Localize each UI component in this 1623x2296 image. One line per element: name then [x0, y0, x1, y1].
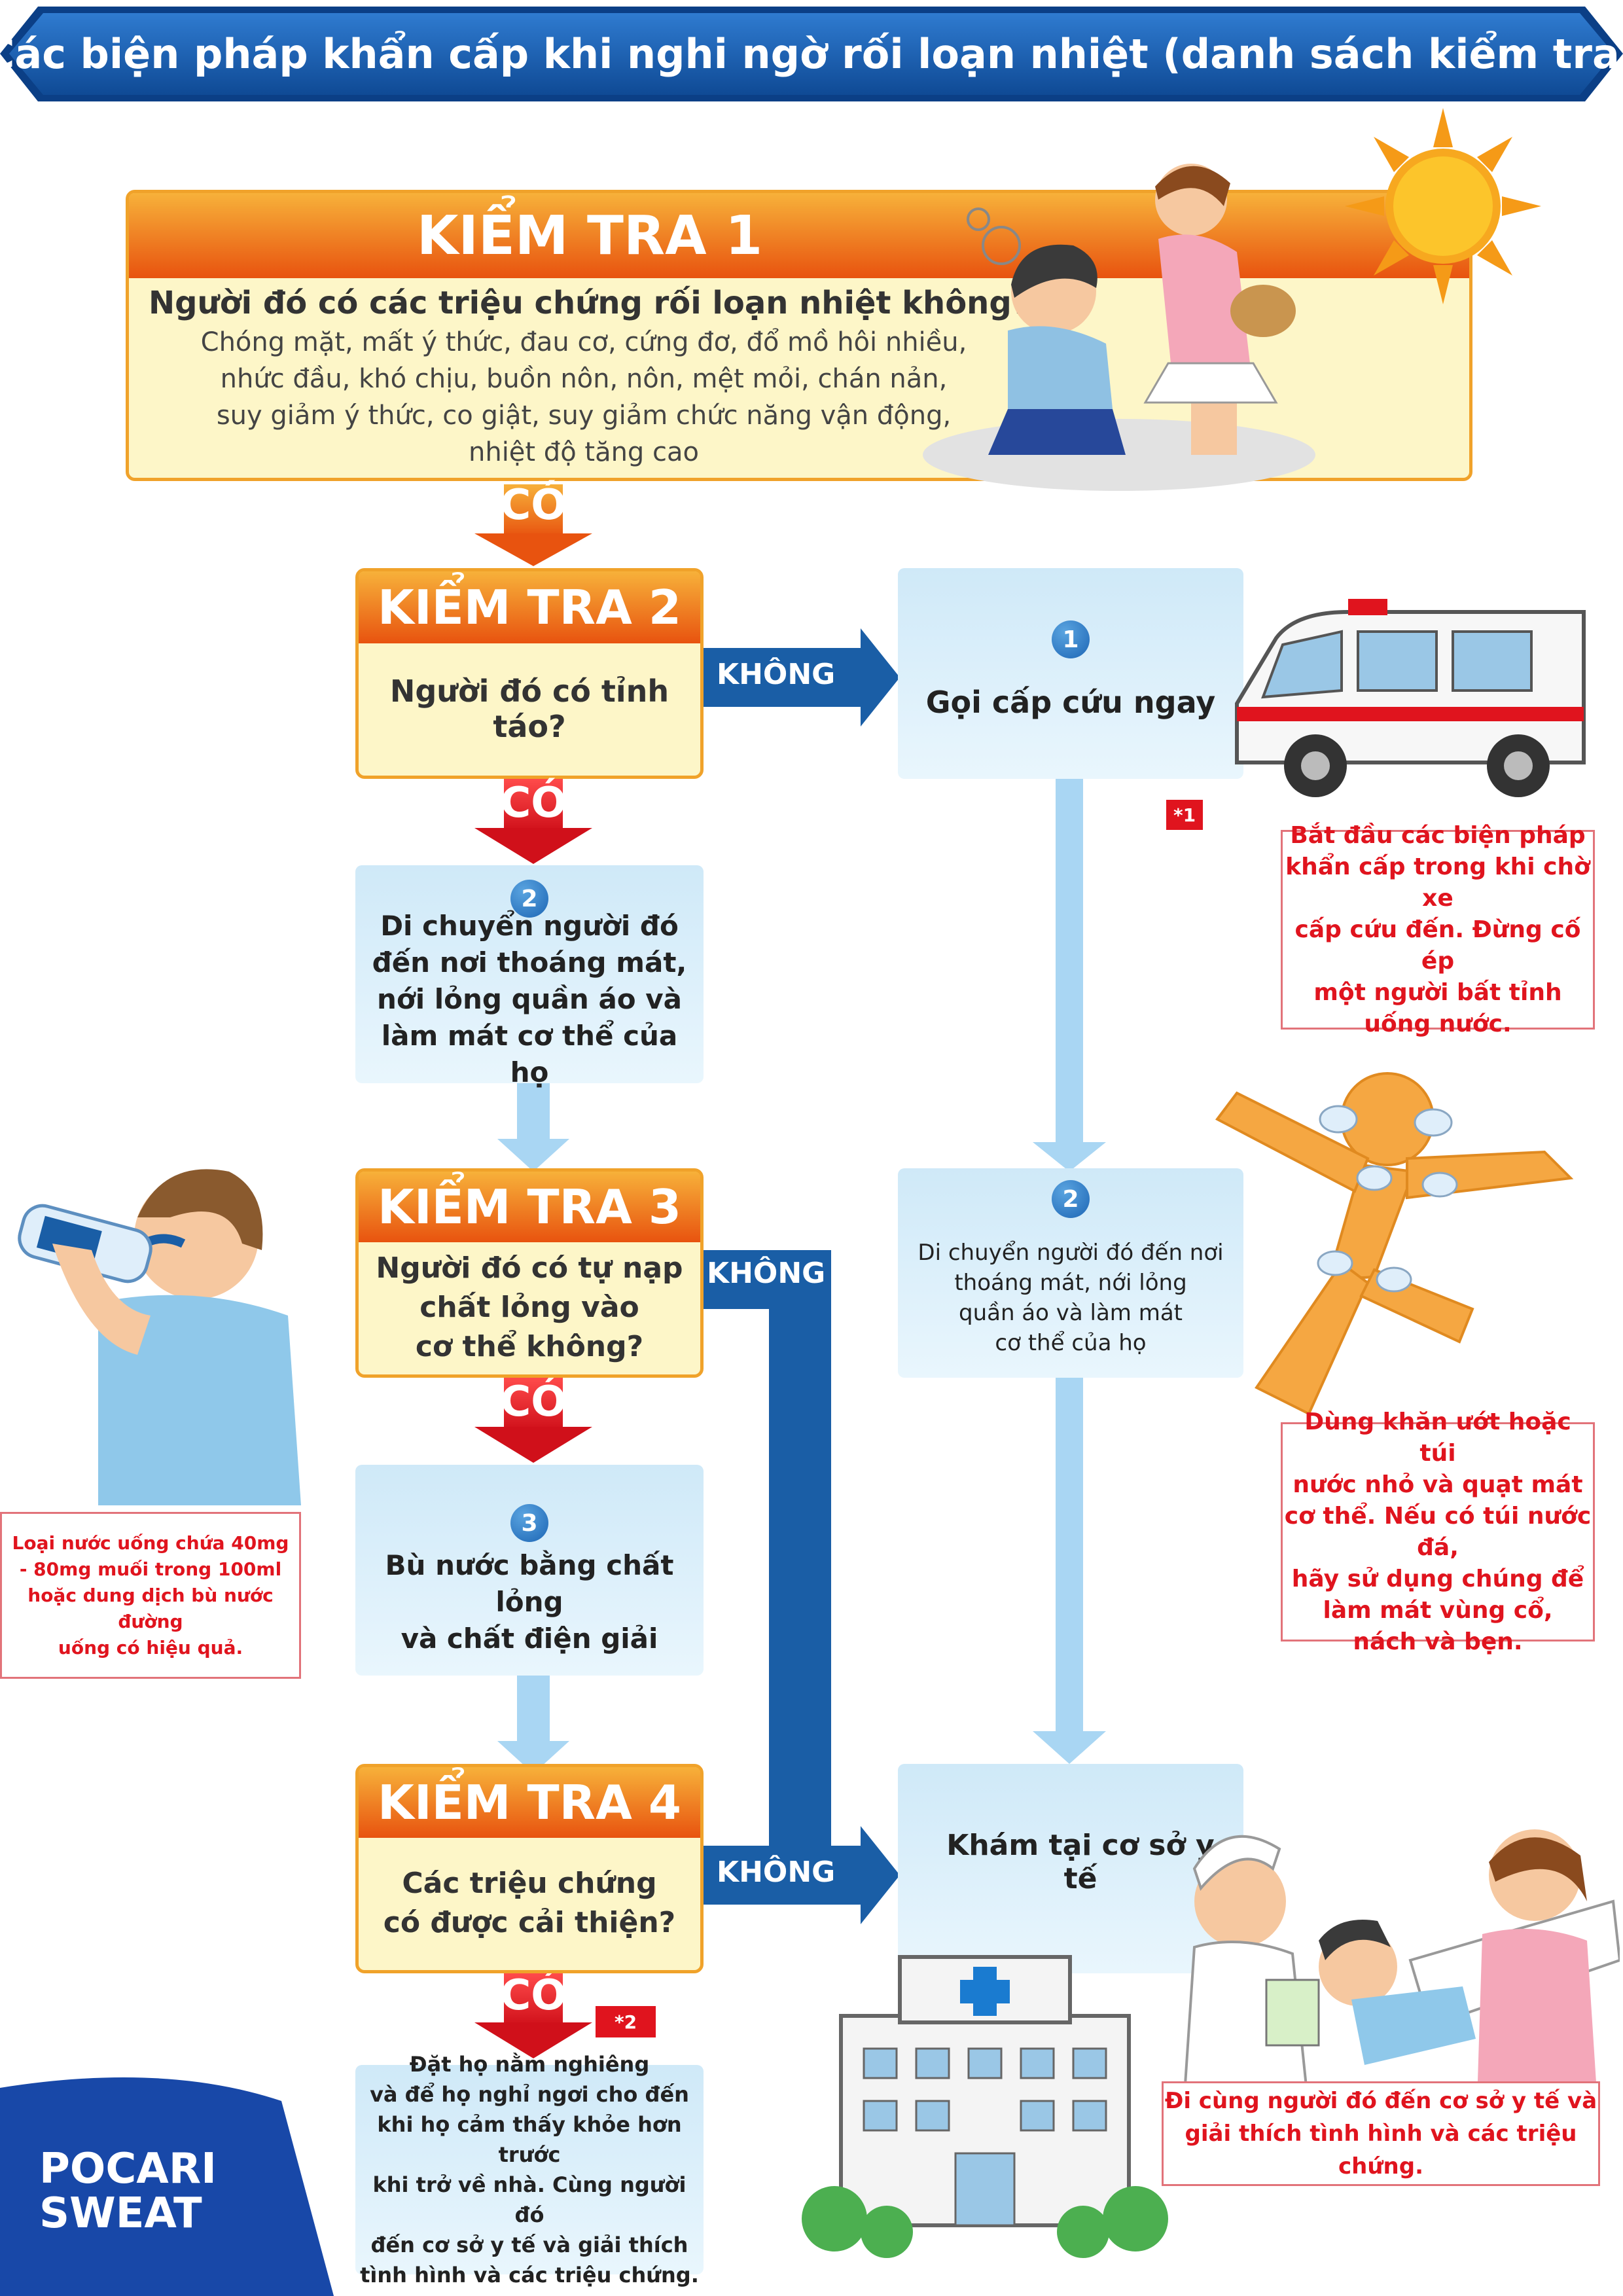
cooling-figure-illustration: [1215, 1072, 1574, 1416]
step-badge-3: 3: [510, 1504, 548, 1542]
text-line: quần áo và làm mát: [958, 1299, 1183, 1326]
step-badge-2: 2: [510, 880, 548, 918]
symptom-line: nhiệt độ tăng cao: [468, 437, 700, 467]
note-line: - 80mg muối trong 100ml: [19, 1558, 282, 1580]
note-line: nước nhỏ và quạt mát: [1293, 1471, 1583, 1498]
rehydrate-text: Bù nước bằng chất lỏng và chất điện giải: [365, 1549, 694, 1655]
note-line: uống nước.: [1364, 1010, 1512, 1037]
check-4-heading: KIỂM TRA 4: [359, 1767, 700, 1838]
text-line: làm mát cơ thể của họ: [381, 1020, 678, 1088]
check-1-question: Người đó có các triệu chứng rối loạn nhi…: [149, 284, 1030, 321]
note-line: Loại nước uống chứa 40mg: [12, 1532, 289, 1554]
medical-facility-text: Khám tại cơ sở y tế: [946, 1829, 1215, 1895]
step-badge-2-right: 2: [1052, 1180, 1090, 1218]
no-label-3: KHÔNG: [717, 1856, 836, 1889]
question-line: Các triệu chứng: [402, 1867, 657, 1900]
text-line: khi trở về nhà. Cùng người đó: [372, 2172, 687, 2227]
check-2-box: KIỂM TRA 2 Người đó có tỉnh táo?: [355, 568, 704, 779]
check-4-box: KIỂM TRA 4 Các triệu chứng có được cải t…: [355, 1764, 704, 1973]
symptom-line: nhức đầu, khó chịu, buồn nôn, nôn, mệt m…: [220, 364, 948, 394]
check-1-symptoms: Chóng mặt, mất ý thức, đau cơ, cứng đơ, …: [142, 324, 1026, 471]
question-line: chất lỏng vào: [419, 1291, 639, 1324]
logo-shape: [0, 2077, 334, 2296]
reference-mark-2: *2: [596, 2006, 656, 2037]
ambulance-illustration: [1235, 599, 1586, 797]
text-line: đến cơ sở y tế và giải thích: [370, 2233, 688, 2257]
symptom-line: suy giảm ý thức, co giật, suy giảm chức …: [216, 401, 952, 431]
hospital-illustration: [802, 1955, 1168, 2258]
note-line: nách và bẹn.: [1353, 1628, 1523, 1655]
final-instruction-text: Đặt họ nằm nghiêng và để họ nghỉ ngơi ch…: [358, 2052, 701, 2287]
text-line: đến nơi thoáng mát,: [372, 946, 687, 978]
move-person-right-text: Di chuyển người đó đến nơi thoáng mát, n…: [907, 1224, 1234, 1371]
yes-label-3: CÓ: [500, 1378, 567, 1426]
text-line: cơ thể của họ: [995, 1329, 1147, 1356]
check-1-heading: KIỂM TRA 1: [129, 193, 1469, 278]
text-line: thoáng mát, nới lỏng: [954, 1269, 1187, 1296]
medical-note: Đi cùng người đó đến cơ sở y tế và giải …: [1162, 2081, 1600, 2186]
call-ambulance-box: 1 Gọi cấp cứu ngay: [898, 568, 1243, 779]
text-line: Di chuyển người đó đến nơi: [918, 1239, 1224, 1266]
note-line: cơ thể. Nếu có túi nước đá,: [1284, 1502, 1592, 1561]
note-line: giải thích tình hình và các triệu chứng.: [1185, 2121, 1577, 2179]
note-line: hoặc dung dịch bù nước đường: [27, 1584, 274, 1632]
yes-label-2: CÓ: [500, 779, 567, 827]
text-line: nới lỏng quần áo và: [377, 983, 682, 1015]
rehydrate-box: 3 Bù nước bằng chất lỏng và chất điện gi…: [355, 1465, 704, 1676]
yes-label-4: CÓ: [500, 1971, 567, 2020]
question-line: có được cải thiện?: [383, 1906, 676, 1939]
symptom-line: Chóng mặt, mất ý thức, đau cơ, cứng đơ, …: [200, 327, 967, 357]
call-ambulance-text: Gọi cấp cứu ngay: [925, 685, 1216, 720]
text-line: Bù nước bằng chất lỏng: [385, 1549, 674, 1618]
text-line: khi họ cảm thấy khỏe hơn trước: [377, 2112, 682, 2167]
check-2-heading: KIỂM TRA 2: [359, 571, 700, 643]
dizzy-person-illustration: [923, 164, 1315, 491]
check-1-box: KIỂM TRA 1 Người đó có các triệu chứng r…: [126, 190, 1472, 481]
note-line: làm mát vùng cổ,: [1323, 1596, 1553, 1624]
ambulance-note: Bắt đầu các biện pháp khẩn cấp trong khi…: [1281, 822, 1595, 1037]
note-line: Dùng khăn ướt hoặc túi: [1304, 1408, 1571, 1467]
title-banner: [0, 7, 1623, 101]
no-label-2: KHÔNG: [707, 1257, 826, 1290]
move-person-box-right: 2 Di chuyển người đó đến nơi thoáng mát,…: [898, 1168, 1243, 1378]
final-instruction-box: Đặt họ nằm nghiêng và để họ nghỉ ngơi ch…: [355, 2052, 704, 2287]
check-3-heading: KIỂM TRA 3: [359, 1172, 700, 1242]
text-line: và để họ nghỉ ngơi cho đến: [370, 2082, 689, 2107]
move-person-box: 2 Di chuyển người đó đến nơi thoáng mát,…: [355, 865, 704, 1088]
move-person-text: Di chuyển người đó đến nơi thoáng mát, n…: [365, 910, 694, 1088]
pocari-sweat-logo: POCARI SWEAT: [39, 2147, 217, 2236]
note-line: khẩn cấp trong khi chờ xe: [1285, 853, 1590, 912]
logo-line-2: SWEAT: [39, 2189, 202, 2238]
medical-facility-box: Khám tại cơ sở y tế: [898, 1764, 1243, 1973]
yes-label-1: CÓ: [500, 481, 567, 529]
check-4-question: Các triệu chứng có được cải thiện?: [365, 1838, 694, 1969]
page-title: Các biện pháp khẩn cấp khi nghi ngờ rối …: [0, 30, 1623, 78]
text-line: tình hình và các triệu chứng.: [360, 2263, 699, 2287]
note-line: Đi cùng người đó đến cơ sở y tế và: [1164, 2088, 1597, 2114]
text-line: Di chuyển người đó: [380, 910, 679, 942]
sun-icon: [1345, 108, 1541, 304]
reference-mark-1: *1: [1166, 800, 1203, 830]
cooling-note: Dùng khăn ướt hoặc túi nước nhỏ và quạt …: [1281, 1408, 1595, 1655]
step-badge-1: 1: [1052, 620, 1090, 658]
question-line: Người đó có tự nạp: [376, 1251, 683, 1285]
note-line: uống có hiệu quả.: [58, 1636, 243, 1659]
note-line: Bắt đầu các biện pháp: [1290, 821, 1586, 849]
text-line: và chất điện giải: [401, 1623, 658, 1655]
logo-line-1: POCARI: [39, 2145, 217, 2193]
note-line: hãy sử dụng chúng để: [1291, 1565, 1584, 1592]
question-line: cơ thể không?: [415, 1330, 644, 1363]
drinking-person-illustration: [18, 1169, 301, 1505]
note-line: cấp cứu đến. Đừng cố ép: [1294, 916, 1581, 975]
check-2-question: Người đó có tỉnh táo?: [389, 673, 669, 744]
note-line: một người bất tỉnh: [1313, 978, 1562, 1006]
drink-note: Loại nước uống chứa 40mg - 80mg muối tro…: [0, 1512, 301, 1679]
check-3-question: Người đó có tự nạp chất lỏng vào cơ thể …: [365, 1242, 694, 1373]
text-line: Đặt họ nằm nghiêng: [409, 2052, 650, 2077]
check-3-box: KIỂM TRA 3 Người đó có tự nạp chất lỏng …: [355, 1168, 704, 1378]
no-label-1: KHÔNG: [717, 658, 836, 691]
